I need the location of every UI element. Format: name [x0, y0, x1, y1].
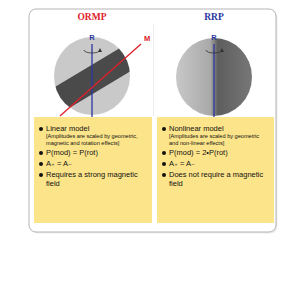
bullet-text: Does not require a magnetic field [161, 170, 270, 188]
bullet-text: P(mod) = P(rot) [46, 148, 98, 157]
bullet-text: A₊ = A₋ [46, 159, 72, 168]
bullet-dot [39, 173, 43, 177]
axis-label: R [89, 33, 94, 42]
axis-label: M [144, 34, 150, 43]
bullet-text: A₊ = A₋ [38, 159, 148, 168]
rotation-axis [213, 44, 214, 118]
magnetic-axis [60, 44, 141, 116]
panel-title: ORMP [77, 12, 106, 22]
bullet-text: A₊ = A₋ [161, 159, 270, 168]
info-box: Nonlinear model[Amplitudes are scaled by… [157, 117, 274, 223]
bullet-text: Requires a strong magnetic field [38, 170, 148, 188]
note-text: [Amplitudes are scaled by geometric, mag… [46, 133, 138, 146]
panel-title: RRP [204, 12, 224, 22]
bullet-text: Nonlinear model [169, 124, 224, 133]
bullet-dot [39, 127, 43, 131]
bullet-dot [162, 162, 166, 166]
outer-frame [29, 9, 276, 232]
bullet-text: Nonlinear model [161, 124, 270, 133]
axis-label: R [211, 33, 216, 42]
divider [153, 24, 154, 116]
rotation-arrow [84, 50, 100, 53]
note-text: [Amplitudes are scaled by geometric, mag… [38, 133, 148, 146]
bullet-text: Requires a strong magnetic field [46, 170, 138, 188]
bullet-text: Does not require a magnetic field [169, 170, 263, 188]
bullet-text: Linear model [46, 124, 89, 133]
rotation-axis [91, 44, 92, 118]
bullet-text: P(mod) = P(rot) [38, 148, 148, 157]
note-text: [Amplitudes are scaled by geometric and … [169, 133, 259, 146]
bullet-dot [39, 162, 43, 166]
note-text: [Amplitudes are scaled by geometric and … [161, 133, 270, 146]
dark-band [40, 48, 136, 116]
bullet-text: A₊ = A₋ [169, 159, 195, 168]
bullet-text: P(mod) = 2•P(rot) [161, 148, 270, 157]
bullet-text: P(mod) = 2•P(rot) [169, 148, 228, 157]
rotation-arrow [206, 50, 222, 53]
bullet-dot [162, 151, 166, 155]
bullet-dot [162, 173, 166, 177]
info-box: Linear model[Amplitudes are scaled by ge… [34, 117, 152, 223]
bullet-dot [39, 151, 43, 155]
bullet-dot [162, 127, 166, 131]
bullet-text: Linear model [38, 124, 148, 133]
